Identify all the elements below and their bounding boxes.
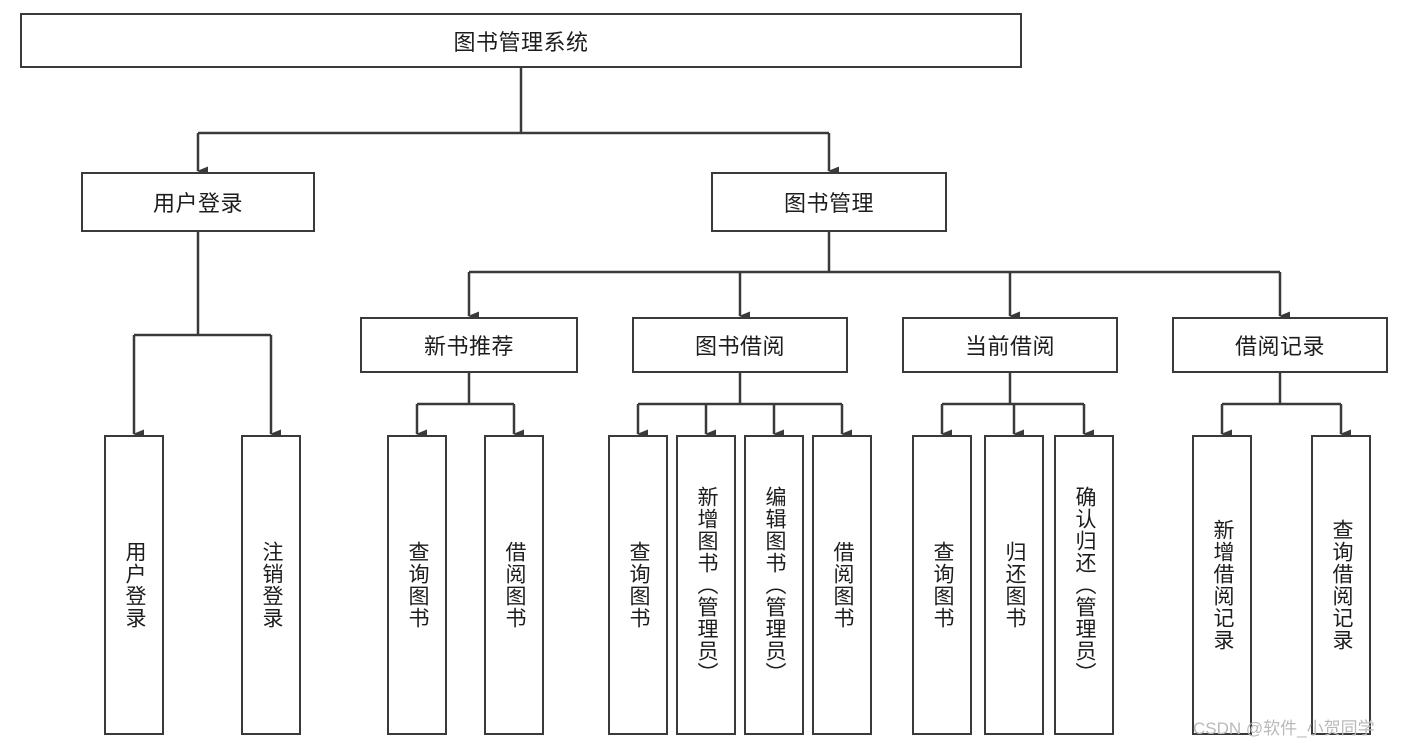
- node-label: 查询图书: [627, 541, 651, 629]
- node-label: 编辑图书（管理员）: [763, 486, 787, 684]
- node-label: 借阅图书: [831, 541, 855, 629]
- node-leaf-return-book[interactable]: 归还图书: [984, 435, 1044, 735]
- node-label: 图书管理系统: [453, 29, 589, 55]
- node-book-manage[interactable]: 图书管理: [711, 172, 947, 232]
- node-label: 新书推荐: [423, 334, 514, 359]
- node-leaf-user-logout[interactable]: 注销登录: [241, 435, 301, 735]
- node-leaf-query-record[interactable]: 查询借阅记录: [1311, 435, 1371, 735]
- node-book-borrow[interactable]: 图书借阅: [632, 317, 848, 373]
- node-leaf-user-login[interactable]: 用户登录: [104, 435, 164, 735]
- node-leaf-query-book-3[interactable]: 查询图书: [912, 435, 972, 735]
- node-leaf-borrow-book-1[interactable]: 借阅图书: [484, 435, 544, 735]
- node-borrow-record[interactable]: 借阅记录: [1172, 317, 1388, 373]
- node-label: 当前借阅: [964, 334, 1055, 359]
- node-label: 借阅图书: [503, 541, 527, 629]
- node-leaf-borrow-book-2[interactable]: 借阅图书: [812, 435, 872, 735]
- node-label: 用户登录: [152, 191, 243, 216]
- node-label: 查询图书: [406, 541, 430, 629]
- node-label: 归还图书: [1003, 541, 1027, 629]
- node-label: 新增图书（管理员）: [695, 486, 719, 684]
- node-label: 注销登录: [260, 541, 284, 629]
- node-label: 图书管理: [783, 191, 874, 216]
- node-label: 查询图书: [931, 541, 955, 629]
- node-label: 确认归还（管理员）: [1073, 486, 1097, 684]
- node-leaf-add-record[interactable]: 新增借阅记录: [1192, 435, 1252, 735]
- node-label: 用户登录: [123, 541, 147, 629]
- node-leaf-query-book-2[interactable]: 查询图书: [608, 435, 668, 735]
- node-leaf-query-book-1[interactable]: 查询图书: [387, 435, 447, 735]
- node-leaf-edit-book[interactable]: 编辑图书（管理员）: [744, 435, 804, 735]
- node-root[interactable]: 图书管理系统: [20, 13, 1022, 68]
- node-new-book-rec[interactable]: 新书推荐: [360, 317, 578, 373]
- node-leaf-confirm-return[interactable]: 确认归还（管理员）: [1054, 435, 1114, 735]
- node-label: 查询借阅记录: [1330, 519, 1354, 651]
- node-leaf-add-book[interactable]: 新增图书（管理员）: [676, 435, 736, 735]
- node-current-borrow[interactable]: 当前借阅: [902, 317, 1118, 373]
- node-label: 借阅记录: [1234, 334, 1325, 359]
- node-user-login[interactable]: 用户登录: [81, 172, 315, 232]
- node-label: 新增借阅记录: [1211, 519, 1235, 651]
- node-label: 图书借阅: [694, 334, 785, 359]
